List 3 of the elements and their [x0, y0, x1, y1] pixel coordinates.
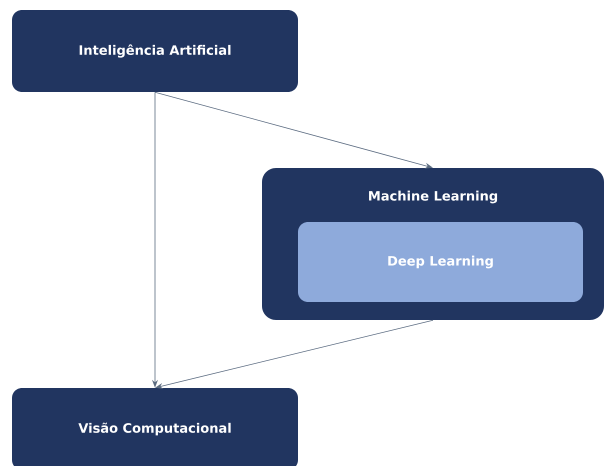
process-box: Deep Learning: [298, 222, 583, 302]
process-box: Inteligência Artificial: [12, 10, 298, 92]
process-box: Visão Computacional: [12, 388, 298, 466]
